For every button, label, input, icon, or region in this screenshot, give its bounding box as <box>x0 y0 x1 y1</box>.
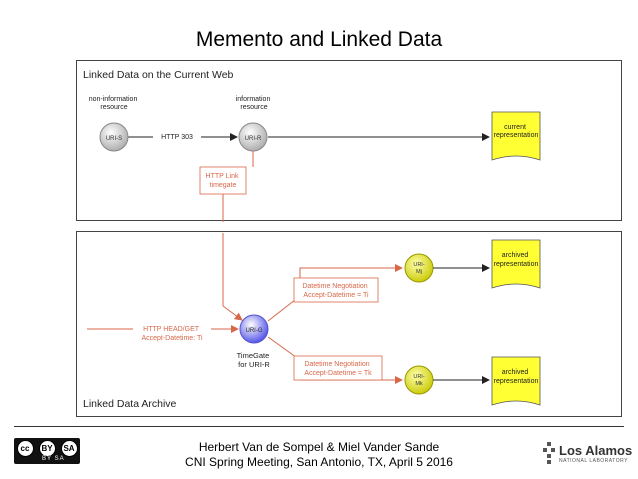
los-alamos-logo: Los Alamos NATIONAL LABORATORY <box>543 438 635 468</box>
archived-representation-label-2: archived representation <box>494 369 539 385</box>
http-request-label-bg <box>133 322 211 342</box>
archive-panel-label: Linked Data Archive <box>83 398 177 410</box>
http-link-box <box>199 166 247 195</box>
uri-mk-sub: Mk <box>415 381 423 387</box>
license-text: BY SA <box>42 456 65 462</box>
footer-event: CNI Spring Meeting, San Antonio, TX, Apr… <box>185 455 453 469</box>
current-web-panel-label: Linked Data on the Current Web <box>83 69 234 81</box>
uri-g-node <box>239 314 269 344</box>
http-link-label: HTTP Link timegate <box>206 173 241 189</box>
by-icon: BY <box>38 440 56 457</box>
uri-mk-label: URI- <box>413 374 424 380</box>
cc-icon: cc <box>16 440 34 457</box>
link-arrow-to-timegate <box>222 305 243 321</box>
los-alamos-subtitle: NATIONAL LABORATORY <box>559 458 628 464</box>
archived-representation-label-1: archived representation <box>494 252 539 268</box>
uri-mj-label: URI- <box>413 262 424 268</box>
footer-authors: Herbert Van de Sompel & Miel Vander Sand… <box>198 440 440 454</box>
archived-representation-doc-1 <box>491 239 541 289</box>
current-representation-label: current representation <box>494 124 539 139</box>
los-alamos-wordmark: Los Alamos <box>559 443 633 458</box>
http-303-label-bg <box>153 130 201 142</box>
info-resource-label: information resource <box>236 96 273 111</box>
negotiation-label-bottom: Datetime Negotiation Accept-Datetime = T… <box>304 361 372 377</box>
uri-r-label: URI-R <box>245 136 262 142</box>
current-representation-doc <box>491 111 541 161</box>
http-request-label: HTTP HEAD/GET Accept-Datetime: Ti <box>141 326 203 342</box>
uri-s-label: URI-S <box>106 136 122 142</box>
page-title: Memento and Linked Data <box>195 28 443 51</box>
non-info-resource-label: non-information resource <box>89 96 140 111</box>
uri-mj-sub: Mj <box>416 269 422 275</box>
footer-credits: Herbert Van de Sompel & Miel Vander Sand… <box>0 440 638 470</box>
negotiation-label-top: Datetime Negotiation Accept-Datetime = T… <box>302 283 369 299</box>
uri-g-label: URI-G <box>246 328 263 334</box>
uri-mj-node <box>404 253 434 283</box>
negotiation-box-top <box>293 277 379 303</box>
sa-icon: SA <box>60 440 78 457</box>
uri-s-node <box>99 122 129 152</box>
cc-by-sa-license-badge: cc BY SA BY SA <box>14 438 80 464</box>
footer-divider <box>14 426 624 427</box>
http-303-label: HTTP 303 <box>161 134 193 141</box>
negotiation-box-bottom <box>293 355 383 381</box>
timegate-caption: TimeGate for URI-R <box>237 351 272 369</box>
los-alamos-mark-icon <box>543 442 555 464</box>
uri-mk-node <box>404 365 434 395</box>
archived-representation-doc-2 <box>491 356 541 406</box>
